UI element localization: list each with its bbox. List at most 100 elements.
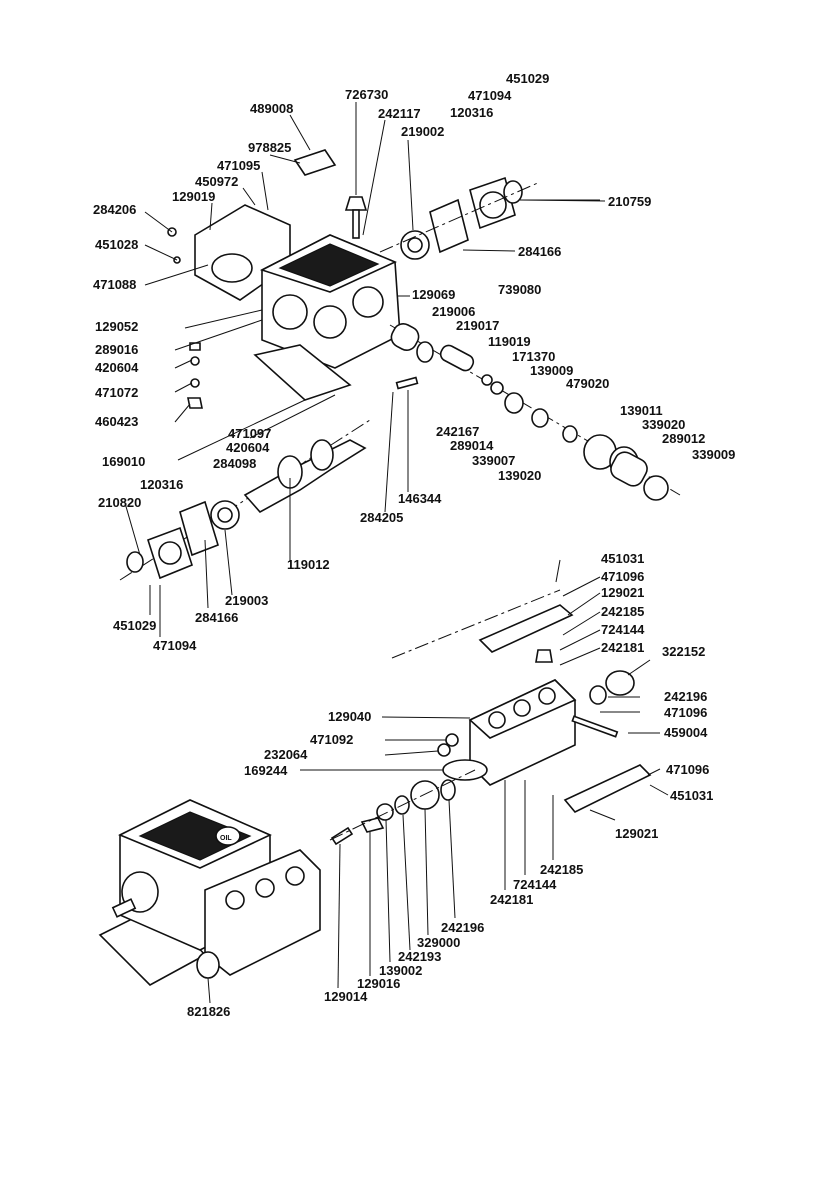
leader-line (407, 139, 414, 231)
label-129016: 129016 (357, 976, 400, 991)
oring-242196 (589, 685, 607, 705)
part-labels: 726730 489008 242117 219002 120316 47109… (93, 71, 735, 1019)
leader-line (224, 529, 233, 596)
label-242181-top: 242181 (601, 640, 644, 655)
gasket-bottom (179, 500, 219, 557)
label-169244: 169244 (244, 763, 288, 778)
leader-line (207, 977, 211, 1004)
axis-manifold-link (391, 589, 561, 659)
assembled-oil-cap (215, 826, 241, 846)
screw-129014 (330, 826, 354, 846)
base-plate (253, 344, 352, 401)
label-146344: 146344 (398, 491, 442, 506)
nut-460423 (187, 397, 203, 409)
sleeve-289014 (504, 392, 524, 414)
label-120316-top: 120316 (450, 105, 493, 120)
label-821826: 821826 (187, 1004, 230, 1019)
label-339020: 339020 (642, 417, 685, 432)
sleeve-289012 (610, 451, 648, 487)
label-171370: 171370 (512, 349, 555, 364)
valve-cover-bottom (563, 764, 652, 813)
leader-line (647, 768, 661, 776)
crankshaft-group (119, 419, 371, 581)
leader-line (462, 249, 516, 252)
label-289012: 289012 (662, 431, 705, 446)
label-451029-top: 451029 (506, 71, 549, 86)
label-322152: 322152 (662, 644, 705, 659)
bearing-219002-inner (407, 237, 423, 253)
label-284206: 284206 (93, 202, 136, 217)
label-451031-bot: 451031 (670, 788, 713, 803)
axis-top-right (379, 181, 541, 253)
label-471088: 471088 (93, 277, 136, 292)
ring-339009 (643, 475, 669, 501)
label-420604-b: 420604 (226, 440, 270, 455)
leader-line (289, 114, 311, 151)
label-289014: 289014 (450, 438, 494, 453)
label-242185-top: 242185 (601, 604, 644, 619)
label-978825: 978825 (248, 140, 291, 155)
oil-filler-stem (352, 209, 360, 239)
plug-471092 (445, 733, 459, 747)
nameplate (293, 149, 337, 176)
label-119019: 119019 (488, 334, 531, 349)
leader-line (402, 814, 411, 951)
leader-line (337, 843, 341, 989)
leader-line (424, 808, 429, 936)
leader-line (144, 264, 209, 286)
label-242196-r: 242196 (664, 689, 707, 704)
label-471092: 471092 (310, 732, 353, 747)
assembled-shaft (111, 898, 137, 918)
label-489008: 489008 (250, 101, 293, 116)
leader-line (261, 171, 269, 211)
assembled-port-2 (255, 878, 275, 898)
pin-146344 (395, 376, 419, 390)
label-284205: 284205 (360, 510, 403, 525)
label-471096-c: 471096 (666, 762, 709, 777)
manifold-group (329, 589, 652, 846)
gasket-top (429, 198, 469, 254)
leader-line (559, 647, 601, 666)
label-242167: 242167 (436, 424, 479, 439)
label-289016: 289016 (95, 342, 138, 357)
label-129069: 129069 (412, 287, 455, 302)
label-471096-b: 471096 (664, 705, 707, 720)
leader-line (562, 611, 601, 636)
ring-139009 (490, 381, 504, 395)
cap-329000 (410, 780, 440, 810)
leader-line (589, 809, 616, 821)
bearing-cover-bottom-bore (158, 541, 182, 565)
label-210759: 210759 (608, 194, 651, 209)
leader-line (649, 784, 669, 796)
washer-420604 (190, 356, 200, 366)
assembled-pump: OIL (98, 799, 321, 986)
oil-seal-210759 (503, 180, 523, 204)
assembled-top-band (138, 811, 252, 861)
label-119012: 119012 (287, 557, 330, 572)
label-219002: 219002 (401, 124, 444, 139)
leader-line (204, 539, 209, 609)
oil-filler-plug (344, 196, 368, 211)
disc-139002 (376, 803, 394, 821)
label-459004: 459004 (664, 725, 708, 740)
label-451029-bot: 451029 (113, 618, 156, 633)
label-210820: 210820 (98, 495, 141, 510)
label-120316-bot: 120316 (140, 477, 183, 492)
label-739080: 739080 (498, 282, 541, 297)
leader-line (269, 154, 301, 164)
filter-169244 (442, 759, 488, 781)
label-451031-top: 451031 (601, 551, 644, 566)
label-284166-top: 284166 (518, 244, 561, 259)
label-724144-bot: 724144 (513, 877, 557, 892)
crank-throw-2 (310, 439, 334, 471)
label-242185-bot: 242185 (540, 862, 583, 877)
label-129021-top: 129021 (601, 585, 644, 600)
label-451028: 451028 (95, 237, 138, 252)
valve-cover-top (478, 604, 574, 653)
leader-line (627, 659, 651, 676)
plug-232064 (437, 743, 451, 757)
label-460423: 460423 (95, 414, 138, 429)
washer-471072 (190, 378, 200, 388)
label-129052: 129052 (95, 319, 138, 334)
